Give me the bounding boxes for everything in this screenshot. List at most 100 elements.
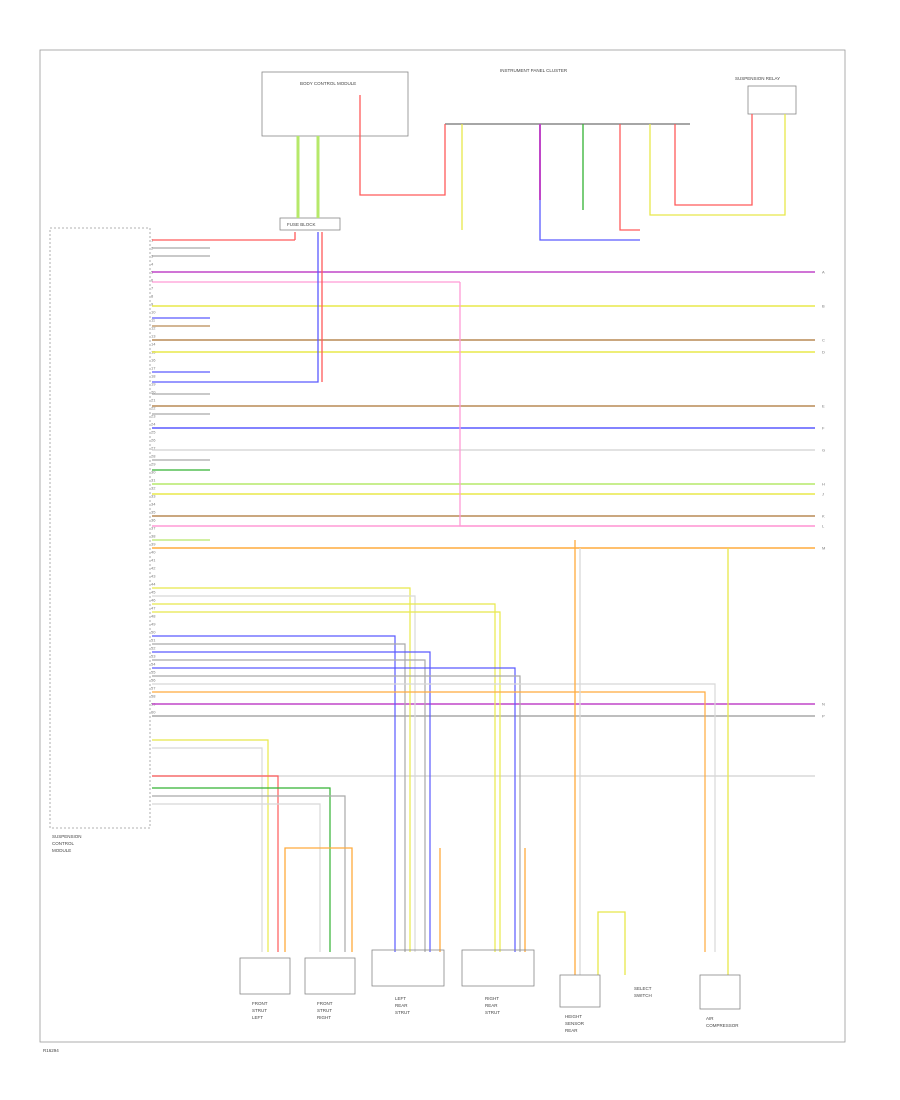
pin-number: 25	[151, 430, 156, 435]
pin-number: 4	[151, 262, 154, 267]
pin-number: 42	[151, 566, 156, 571]
pin-number: 39	[151, 542, 156, 547]
continuation-label: K	[822, 514, 825, 519]
pin-number: 33	[151, 494, 156, 499]
strut-rf-label-3: RIGHT	[317, 1015, 331, 1020]
continuation-label: B	[822, 304, 825, 309]
component-drop-11	[152, 683, 716, 952]
component-drop-15	[152, 787, 331, 952]
pin-number: 29	[151, 462, 156, 467]
wires	[152, 95, 815, 975]
suspension-relay-box	[747, 85, 797, 115]
strut-rr-label-1: RIGHT	[485, 996, 499, 1001]
pin-number: 58	[151, 694, 156, 699]
pin-number: 7	[151, 286, 154, 291]
pin-number: 38	[151, 534, 156, 539]
component-drop-16	[152, 795, 346, 952]
component-drop-13	[152, 747, 263, 952]
wire-ipc-blue	[539, 124, 640, 241]
continuation-label: N	[822, 702, 825, 707]
strut-rf-label-2: STRUT	[317, 1008, 332, 1013]
pin-number: 22	[151, 406, 156, 411]
pin-numbers: 1234567891011121314151617181920212223242…	[151, 238, 156, 715]
continuation-label: G	[822, 448, 825, 453]
air-compressor-box	[699, 974, 741, 1010]
pin-number: 40	[151, 550, 156, 555]
pin-number: 52	[151, 646, 156, 651]
component-drop-0	[152, 587, 411, 952]
continuation-label: E	[822, 404, 825, 409]
pin-number: 55	[151, 670, 156, 675]
pin-number: 19	[151, 382, 156, 387]
pin-number: 6	[151, 278, 154, 283]
wire-ipc-red	[619, 124, 640, 231]
pin-number: 37	[151, 526, 156, 531]
continuation-label: P	[822, 714, 825, 719]
suspension-relay-label: SUSPENSION RELAY	[735, 76, 780, 81]
instrument-panel-label: INSTRUMENT PANEL CLUSTER	[500, 68, 568, 73]
pin-number: 13	[151, 334, 156, 339]
component-drop-17	[152, 803, 321, 952]
pin-number: 48	[151, 614, 156, 619]
pin-number: 32	[151, 486, 156, 491]
compressor-label-2: COMPRESSOR	[706, 1023, 739, 1028]
pin-number: 36	[151, 518, 156, 523]
pin-number: 51	[151, 638, 156, 643]
pin-number: 56	[151, 678, 156, 683]
strut-rr-label-2: REAR	[485, 1003, 498, 1008]
pin-number: 16	[151, 358, 156, 363]
compressor-label-1: AIR	[706, 1016, 714, 1021]
pin-number: 31	[151, 478, 156, 483]
strut-lr-label-1: LEFT	[395, 996, 406, 1001]
main-module-label-3: MODULE	[52, 848, 71, 853]
pin-number: 34	[151, 502, 156, 507]
pin-number: 46	[151, 598, 156, 603]
pin-number: 41	[151, 558, 156, 563]
component-drop-6	[152, 651, 431, 952]
pin-number: 44	[151, 582, 156, 587]
continuation-label: L	[822, 524, 825, 529]
wire-bcm-ipc	[359, 95, 446, 196]
height-sensor-label-3: REAR	[565, 1028, 578, 1033]
pin-number: 26	[151, 438, 156, 443]
fuse-block-label: FUSE BLOCK	[287, 222, 316, 227]
continuation-label: D	[822, 350, 825, 355]
switch-label-1: SELECT	[634, 986, 652, 991]
pin-number: 8	[151, 294, 154, 299]
strut-left-rear-box	[371, 949, 445, 987]
strut-rr-label-3: STRUT	[485, 1010, 500, 1015]
wire-strut-orange	[284, 847, 353, 952]
pin-number: 35	[151, 510, 156, 515]
wire-relay-red	[674, 114, 753, 206]
continuation-label: J	[822, 492, 824, 497]
strut-rf-label-1: FRONT	[317, 1001, 333, 1006]
pin-number: 43	[151, 574, 156, 579]
pin-number: 21	[151, 398, 156, 403]
component-drop-7	[152, 659, 426, 952]
pin-number: 17	[151, 366, 156, 371]
height-sensor-label-1: HEIGHT	[565, 1014, 582, 1019]
pin-number: 14	[151, 342, 156, 347]
continuation-label: M	[822, 546, 825, 551]
main-module-label-1: SUSPENSION	[52, 834, 82, 839]
strut-lr-label-3: STRUT	[395, 1010, 410, 1015]
pin-number: 10	[151, 310, 156, 315]
pin-number: 11	[151, 318, 156, 323]
pin-number: 20	[151, 390, 156, 395]
pin-number: 12	[151, 326, 156, 331]
pin-number: 9	[151, 302, 154, 307]
pin-number: 23	[151, 414, 156, 419]
body-control-module-box	[261, 71, 409, 137]
continuation-label: A	[822, 270, 825, 275]
pin-number: 47	[151, 606, 156, 611]
pin-number: 57	[151, 686, 156, 691]
pin-number: 27	[151, 446, 156, 451]
pin-number: 50	[151, 630, 156, 635]
continuation-label: H	[822, 482, 825, 487]
main-module-pin-column	[49, 227, 151, 829]
fuse-block-box	[279, 217, 341, 231]
strut-left-front-box	[239, 957, 291, 995]
wire-blue-fuse	[152, 232, 319, 383]
